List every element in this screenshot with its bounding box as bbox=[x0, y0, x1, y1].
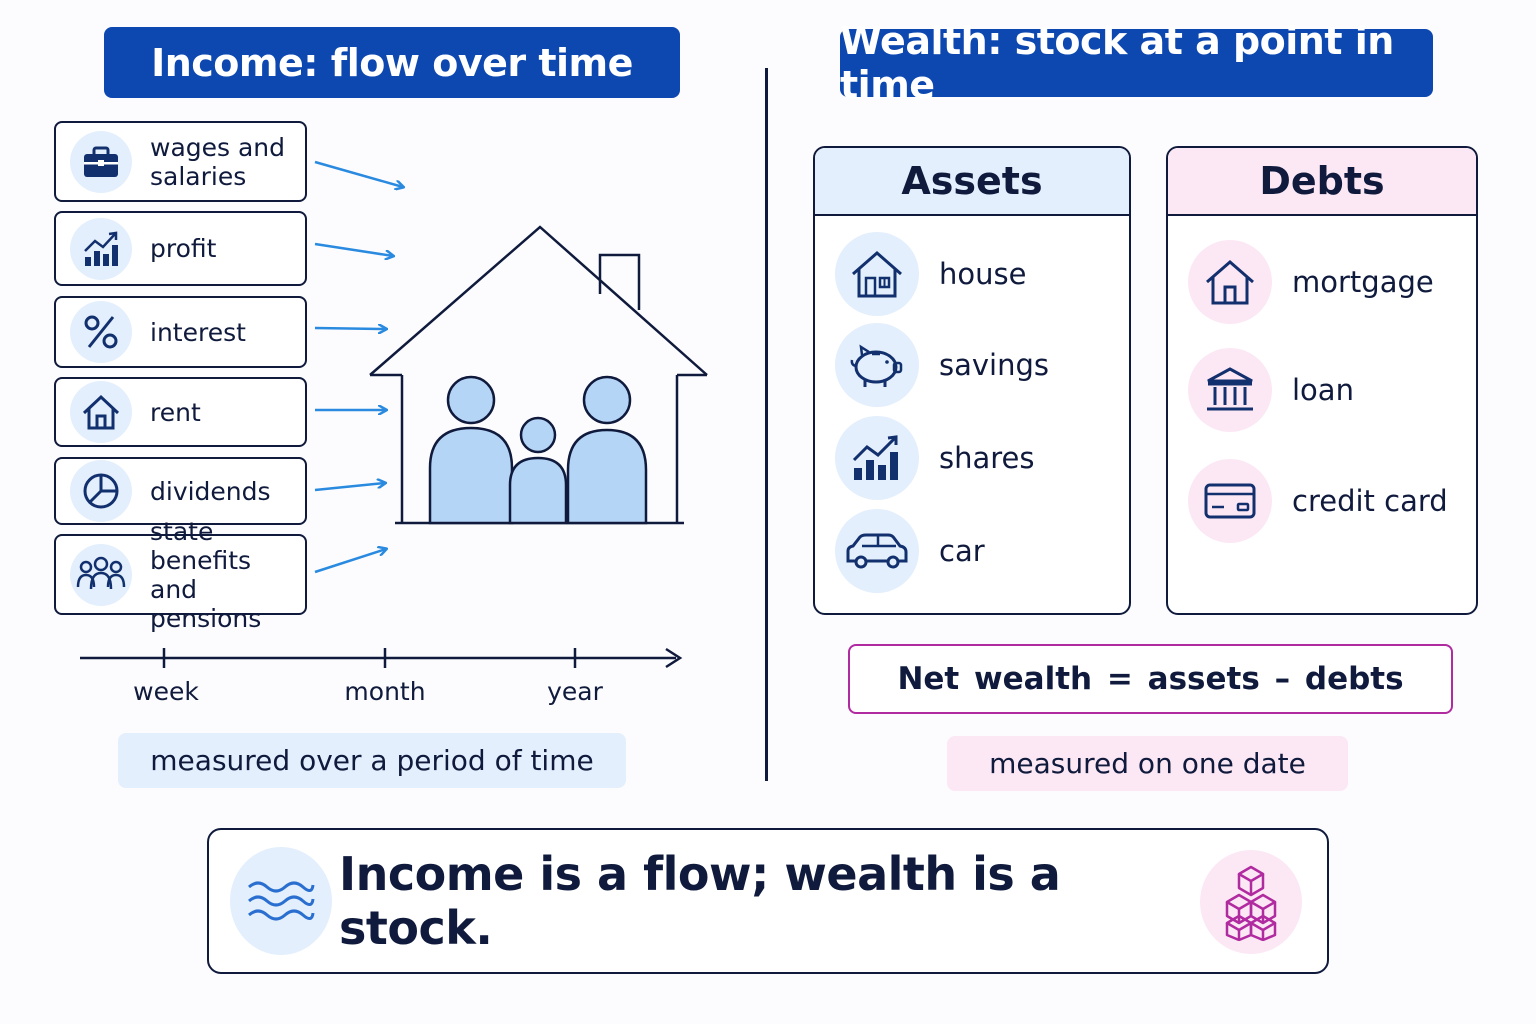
family-icon bbox=[428, 375, 648, 525]
section-divider bbox=[765, 68, 768, 781]
assets-header-text: Assets bbox=[901, 159, 1043, 203]
asset-item-label: shares bbox=[939, 441, 1035, 475]
income-title-text: Income: flow over time bbox=[151, 40, 633, 85]
waves-icon bbox=[230, 847, 332, 955]
stacked-cubes-icon bbox=[1200, 850, 1302, 954]
timeline-label-year: year bbox=[547, 677, 603, 706]
debt-item-loan: loan bbox=[1188, 348, 1354, 432]
assets-panel: Assets house bbox=[813, 146, 1131, 615]
assets-header: Assets bbox=[815, 148, 1129, 216]
house-icon bbox=[835, 232, 919, 316]
income-source-rent: rent bbox=[54, 377, 307, 447]
income-source-label: dividends bbox=[150, 476, 271, 506]
piggy-bank-icon bbox=[835, 323, 919, 407]
income-source-label: profit bbox=[150, 234, 217, 263]
debt-item-credit-card: credit card bbox=[1188, 459, 1448, 543]
net-wealth-equation-text: Net wealth = assets – debts bbox=[897, 661, 1404, 697]
car-icon bbox=[835, 509, 919, 593]
percent-icon bbox=[70, 301, 132, 363]
income-source-profit: profit bbox=[54, 211, 307, 286]
wealth-note: measured on one date bbox=[947, 736, 1348, 791]
asset-item-label: car bbox=[939, 534, 985, 568]
debt-item-label: loan bbox=[1292, 373, 1354, 407]
income-title: Income: flow over time bbox=[104, 27, 680, 98]
pie-chart-icon bbox=[70, 460, 132, 522]
net-wealth-equation: Net wealth = assets – debts bbox=[848, 644, 1453, 714]
timeline-label-month: month bbox=[344, 677, 426, 706]
people-icon bbox=[70, 543, 132, 606]
bar-chart-up-icon bbox=[70, 217, 132, 280]
income-source-wages: wages and salaries bbox=[54, 121, 307, 202]
income-source-interest: interest bbox=[54, 296, 307, 368]
bank-icon bbox=[1188, 348, 1272, 432]
debt-item-label: credit card bbox=[1292, 484, 1448, 518]
income-source-label: interest bbox=[150, 317, 246, 347]
debts-header-text: Debts bbox=[1259, 159, 1385, 203]
house-icon bbox=[70, 381, 132, 443]
timeline-label-week: week bbox=[133, 677, 199, 706]
debt-item-label: mortgage bbox=[1292, 265, 1434, 299]
summary-box: Income is a flow; wealth is a stock. bbox=[207, 828, 1329, 974]
wealth-title: Wealth: stock at a point in time bbox=[840, 19, 1433, 107]
briefcase-icon bbox=[70, 130, 132, 193]
asset-item-label: savings bbox=[939, 348, 1049, 382]
credit-card-icon bbox=[1188, 459, 1272, 543]
summary-text: Income is a flow; wealth is a stock. bbox=[339, 847, 1061, 955]
bar-chart-up-icon bbox=[835, 416, 919, 500]
income-source-label: rent bbox=[150, 397, 201, 427]
asset-item-car: car bbox=[835, 509, 985, 593]
income-source-dividends: dividends bbox=[54, 457, 307, 525]
asset-item-savings: savings bbox=[835, 323, 1049, 407]
income-note-text: measured over a period of time bbox=[150, 744, 594, 777]
debts-header: Debts bbox=[1168, 148, 1476, 216]
timeline-axis bbox=[80, 647, 683, 669]
wealth-title-text: Wealth: stock at a point in time bbox=[840, 19, 1394, 107]
income-note: measured over a period of time bbox=[118, 733, 626, 788]
wealth-note-text: measured on one date bbox=[989, 747, 1306, 780]
income-flow-illustration bbox=[314, 160, 708, 574]
asset-item-label: house bbox=[939, 257, 1027, 291]
debt-item-mortgage: mortgage bbox=[1188, 240, 1434, 324]
asset-item-shares: shares bbox=[835, 416, 1035, 500]
flow-arrows bbox=[314, 160, 403, 574]
income-source-label: wages and salaries bbox=[150, 132, 286, 191]
income-source-label: state benefits and pensions bbox=[150, 516, 262, 633]
debts-panel: Debts mortgage loan bbox=[1166, 146, 1478, 615]
income-source-benefits: state benefits and pensions bbox=[54, 517, 307, 633]
asset-item-house: house bbox=[835, 232, 1026, 316]
house-icon bbox=[1188, 240, 1272, 324]
